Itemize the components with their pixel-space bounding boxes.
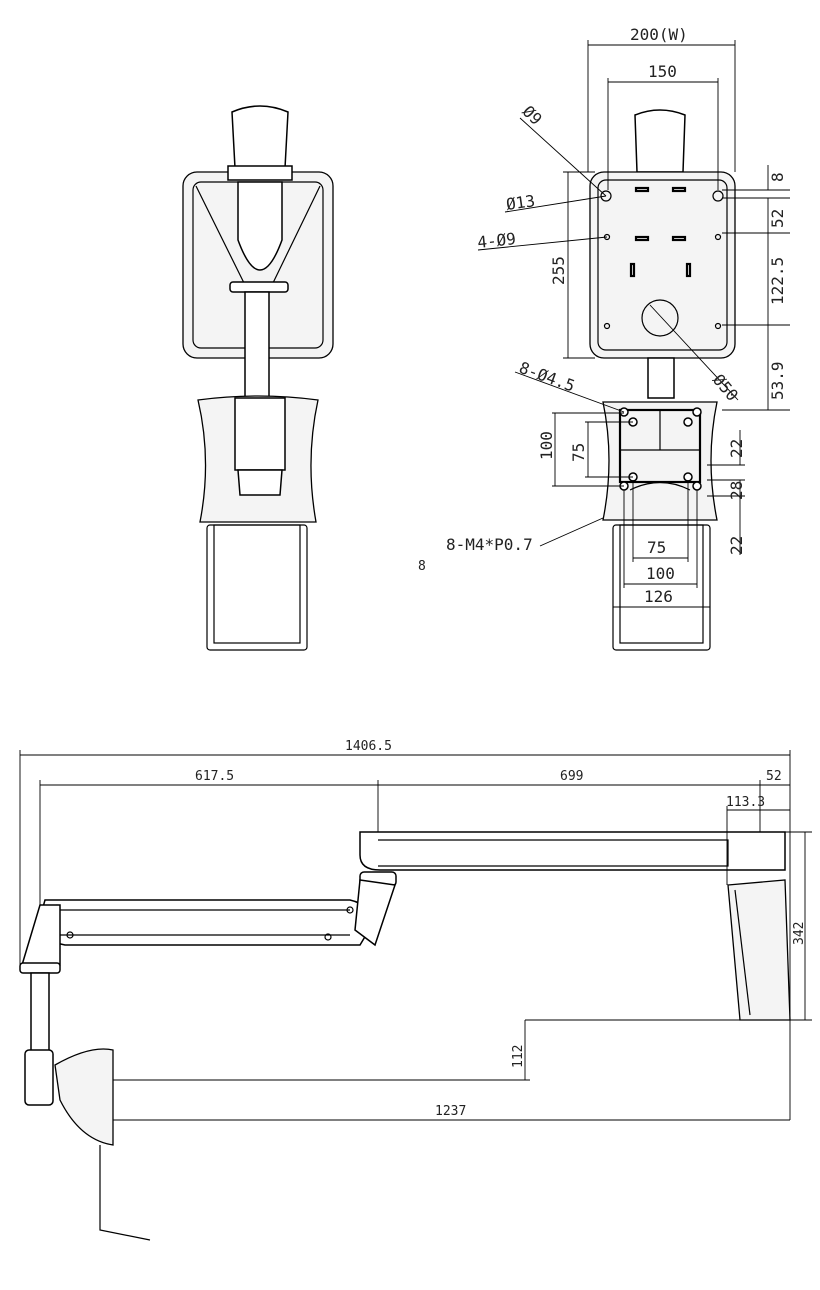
top-offset-8-label: 8 [768, 172, 787, 182]
bracket-body [602, 401, 718, 521]
side-pole [30, 972, 50, 1054]
holes-4-d9-label: 4-Ø9 [476, 229, 516, 252]
head-offset-label: 113.3 [726, 795, 765, 810]
vesa-75-v-label: 75 [569, 443, 588, 462]
thread-label: 8-M4*P0.7 [446, 535, 533, 554]
back-view: 200(W) 150 Ø9 Ø13 4-Ø9 255 8 52 122.5 53… [476, 25, 790, 411]
head-knob [231, 105, 289, 169]
vesa-100-v-label: 100 [537, 431, 556, 460]
width-126-label: 126 [644, 587, 673, 606]
stray-label: 8 [418, 559, 426, 574]
height-255-label: 255 [549, 256, 568, 285]
dim-22-top-label: 22 [727, 439, 746, 458]
lower-arm-label: 617.5 [195, 769, 234, 784]
holes-8-d45-label: 8-Ø4.5 [517, 358, 578, 396]
offset-53-label: 53.9 [768, 361, 787, 400]
head-knob-back [634, 109, 686, 173]
vesa-bracket: 8-Ø4.5 100 75 22 28 22 8-M4*P0.7 75 100 … [446, 358, 746, 651]
reach-1237-label: 1237 [435, 1104, 466, 1119]
total-reach-label: 1406.5 [345, 739, 392, 754]
mounting-plate [589, 171, 736, 359]
upper-arm [359, 831, 786, 871]
width-200-label: 200(W) [630, 25, 688, 44]
lower-arm [37, 899, 373, 946]
vesa-75-h-label: 75 [647, 538, 666, 557]
width-150-label: 150 [648, 62, 677, 81]
spacing-122-label: 122.5 [768, 257, 787, 305]
side-handle-block [54, 1048, 114, 1146]
center-hole [641, 299, 679, 337]
dim-22-bottom-label: 22 [727, 536, 746, 555]
spacing-52-label: 52 [768, 209, 787, 228]
hole-d13-label: Ø13 [505, 191, 536, 214]
vesa-100-h-label: 100 [646, 564, 675, 583]
dim-28-label: 28 [727, 481, 746, 500]
pole [244, 291, 270, 403]
upper-arm-label: 699 [560, 769, 583, 784]
height-342-label: 342 [792, 922, 807, 945]
side-view: 1406.5 617.5 699 52 113.3 342 112 1237 [19, 739, 812, 1241]
front-view [182, 105, 334, 651]
hole-d9-label: Ø9 [519, 102, 546, 129]
drop-112-label: 112 [511, 1045, 526, 1068]
side-monitor-bracket [727, 879, 791, 1021]
end-offset-label: 52 [766, 769, 782, 784]
tilt-joint [237, 181, 283, 271]
lower-frame [206, 524, 308, 651]
